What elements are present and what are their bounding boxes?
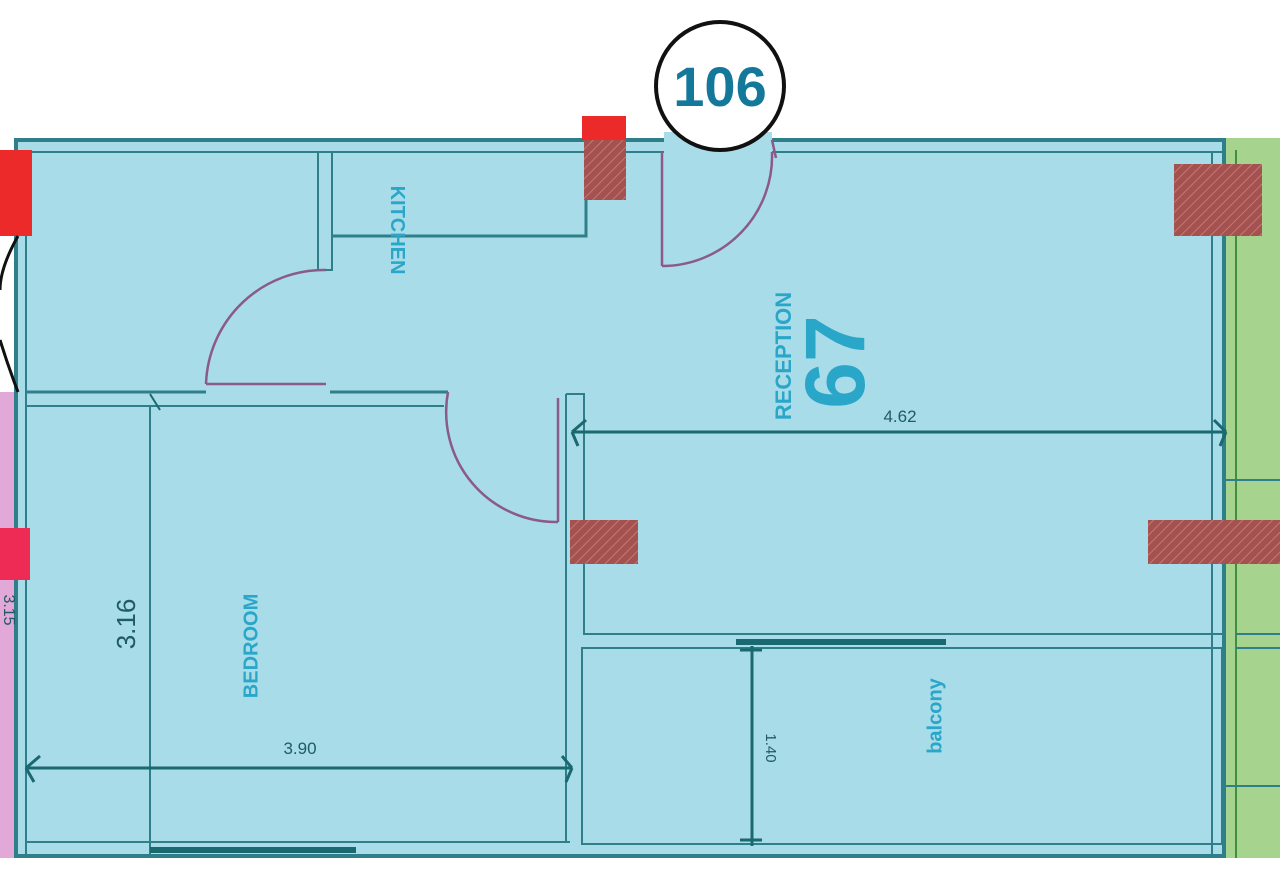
room-label-balcony: balcony [924,677,946,753]
dim-label-left-partial: 3.15 [0,594,17,625]
room-label-kitchen: KITCHEN [386,186,408,275]
door-bedroom [444,391,560,524]
column-mid-centre [570,520,638,564]
neighbor-circle-outline [0,235,20,393]
room-label-reception: RECEPTION [771,292,796,420]
column-top-centre [584,140,626,200]
interior-walls [26,151,1280,856]
dim-label-bedroom-depth: 3.16 [111,599,141,650]
dimension-lines [24,418,1228,846]
apartment-floor [16,138,1224,858]
room-label-bedroom: BEDROOM [240,594,262,698]
dim-label-bedroom-width: 3.90 [283,739,316,758]
unit-badge: 106 [654,20,786,152]
doors [204,139,778,524]
door-kitchen [204,268,327,386]
column-top-right [1174,164,1262,236]
dim-label-reception-width: 4.62 [883,407,916,426]
unit-number: 106 [673,55,766,118]
column-mid-right [1148,520,1280,564]
dim-bedroom-depth-ext [149,393,161,411]
door-entrance [660,139,778,268]
area-value: 67 [788,315,882,408]
red-marker-left-top [0,150,32,236]
dim-label-balcony-depth: 1.40 [762,733,779,762]
columns [0,116,1280,580]
neighbor-unit-right [1222,138,1280,858]
red-marker-left-mid [0,528,30,580]
red-marker-top [582,116,626,140]
